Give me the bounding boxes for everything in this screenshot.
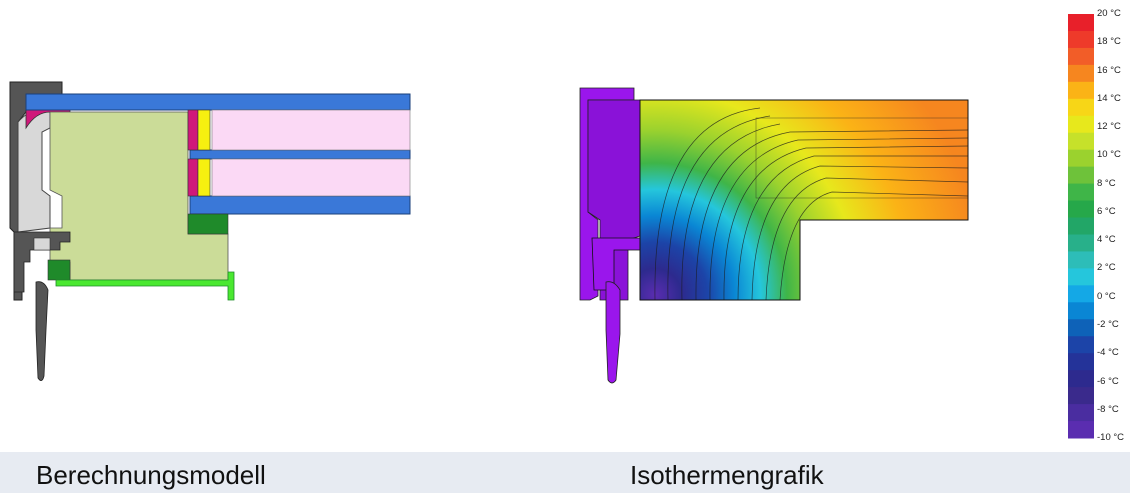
scale-label: 12 °C xyxy=(1097,121,1121,133)
cavity-upper xyxy=(211,109,411,151)
glass-pane-outer xyxy=(25,93,411,111)
calculation-model-diagram xyxy=(9,81,411,381)
scale-label: 2 °C xyxy=(1097,262,1116,274)
temperature-scale-labels: 20 °C 18 °C 16 °C 14 °C 12 °C 10 °C 8 °C 6 °C 4 … xyxy=(1097,8,1130,443)
sash-gasket xyxy=(47,259,71,281)
scale-band xyxy=(1068,370,1094,388)
scale-band xyxy=(1068,115,1094,134)
scale-band xyxy=(1068,336,1094,354)
scale-band xyxy=(1068,234,1094,252)
glazing-gasket xyxy=(187,213,229,235)
bottom-trim xyxy=(55,271,235,301)
scale-band xyxy=(1068,64,1094,83)
scale-label: -6 °C xyxy=(1097,375,1119,387)
scale-label: 20 °C xyxy=(1097,8,1121,19)
cavity-lower xyxy=(211,158,411,197)
spacer-upper xyxy=(197,109,211,151)
scale-band xyxy=(1068,183,1094,202)
scale-label: -2 °C xyxy=(1097,318,1119,330)
scale-band xyxy=(1068,47,1094,66)
drip-profile xyxy=(35,281,49,381)
temperature-scale-bar xyxy=(1068,14,1094,439)
scale-label: -10 °C xyxy=(1097,432,1125,443)
scale-band xyxy=(1068,302,1094,320)
hardware-rail xyxy=(13,231,71,293)
scale-label: 10 °C xyxy=(1097,149,1121,161)
scale-label: 16 °C xyxy=(1097,64,1121,76)
scale-label: -4 °C xyxy=(1097,347,1119,359)
scale-label: 18 °C xyxy=(1097,36,1121,48)
scale-band xyxy=(1068,166,1094,185)
aluminium-drip xyxy=(605,281,621,384)
scale-label: 8 °C xyxy=(1097,177,1116,189)
spacer-lower xyxy=(197,158,211,197)
scale-band xyxy=(1068,30,1094,49)
scale-band xyxy=(1068,14,1094,32)
scale-label: 0 °C xyxy=(1097,290,1116,302)
inner-frame-profile xyxy=(17,110,51,233)
isotherm-diagram xyxy=(579,87,969,384)
scale-band xyxy=(1068,319,1094,337)
scale-label: -8 °C xyxy=(1097,403,1119,415)
scale-label: 6 °C xyxy=(1097,205,1116,217)
spacer-seal-upper xyxy=(187,109,199,151)
spacer-seal-lower xyxy=(187,158,199,197)
scale-band xyxy=(1068,251,1094,269)
glass-pane-middle xyxy=(189,149,411,160)
temperature-field xyxy=(640,100,968,300)
scale-band xyxy=(1068,217,1094,235)
scale-band xyxy=(1068,421,1094,439)
temperature-field-outline xyxy=(639,99,969,301)
scale-band xyxy=(1068,81,1094,100)
scale-band xyxy=(1068,353,1094,371)
scale-band xyxy=(1068,98,1094,117)
diagram-stage xyxy=(9,14,1094,439)
scale-band xyxy=(1068,387,1094,405)
caption-calculation-model: Berechnungsmodell xyxy=(36,460,266,490)
scale-band xyxy=(1068,268,1094,286)
scale-label: 4 °C xyxy=(1097,234,1116,246)
scale-band xyxy=(1068,285,1094,303)
scale-band xyxy=(1068,149,1094,168)
glass-edge-grid xyxy=(755,117,968,199)
hardware-clip xyxy=(33,237,51,251)
scale-band xyxy=(1068,132,1094,151)
scale-label: 14 °C xyxy=(1097,92,1121,104)
scale-band xyxy=(1068,200,1094,219)
scale-band xyxy=(1068,404,1094,422)
caption-bar: Berechnungsmodell Isothermengrafik xyxy=(0,452,1130,493)
glass-pane-inner xyxy=(189,195,411,215)
caption-isotherm-graphic: Isothermengrafik xyxy=(630,460,824,490)
